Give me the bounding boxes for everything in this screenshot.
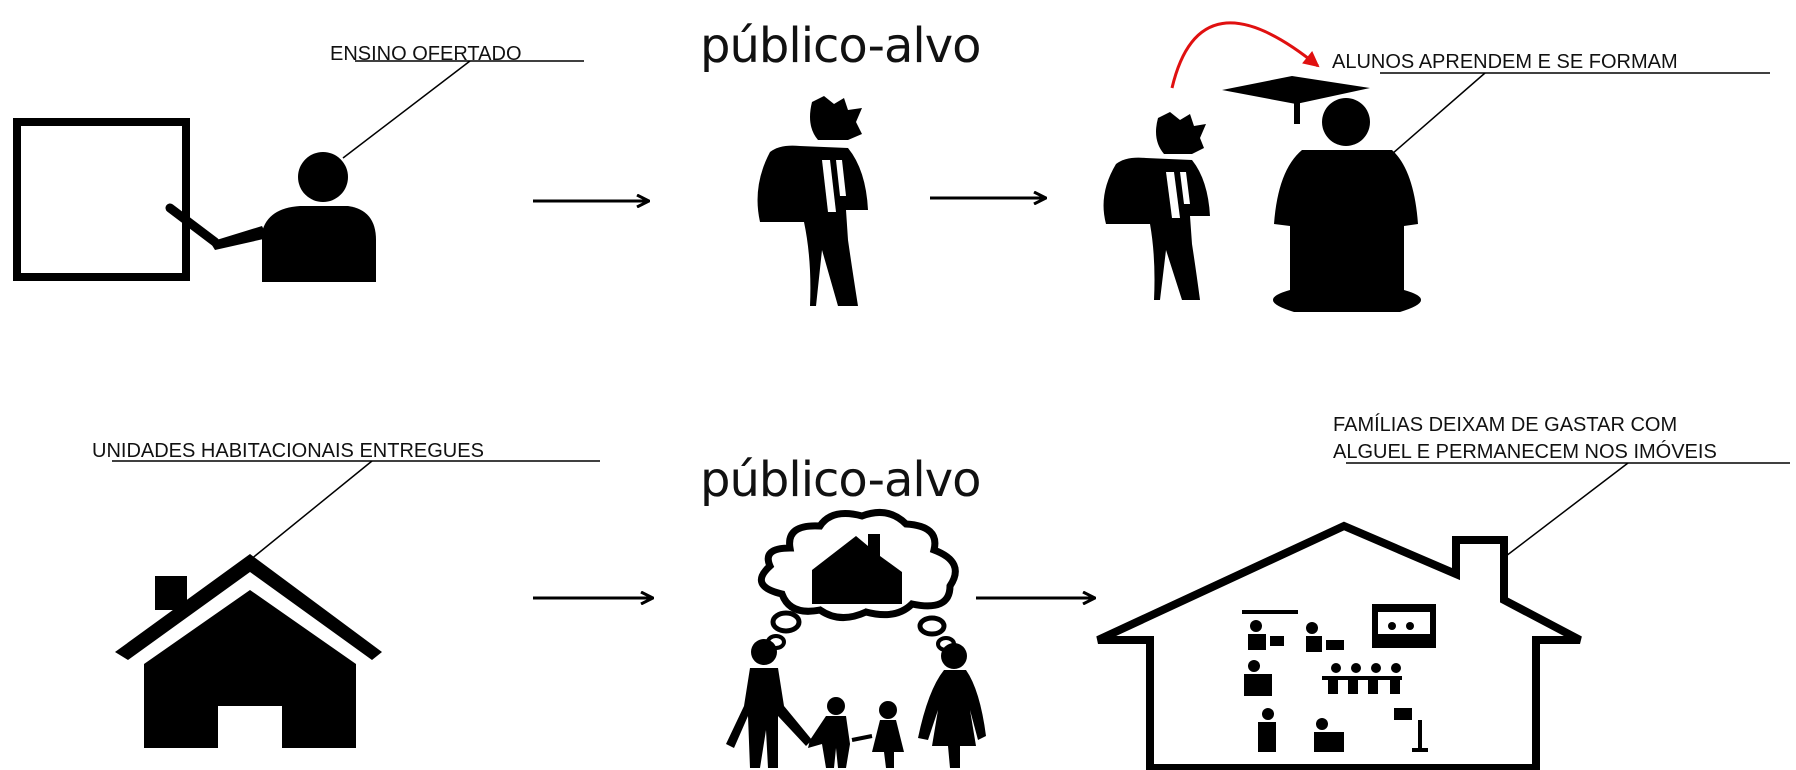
callout-families-line-1: FAMÍLIAS DEIXAM DE GASTAR COM	[1333, 414, 1678, 436]
student-backpack-icon	[1103, 112, 1210, 300]
house-icon	[115, 554, 382, 748]
callout-line-teaching	[342, 60, 584, 159]
teacher-board-icon	[13, 118, 376, 282]
callout-teaching: ENSINO OFERTADO	[330, 43, 522, 65]
graduate-icon	[1222, 76, 1422, 312]
family-dream-house-icon	[726, 508, 986, 768]
target-audience-heading-1: público-alvo	[700, 18, 982, 74]
callout-line-graduate	[1380, 72, 1770, 155]
house-family-activities-icon	[1096, 521, 1582, 770]
progression-arrow	[1170, 21, 1320, 89]
student-backpack-icon	[757, 96, 868, 306]
callout-housing: UNIDADES HABITACIONAIS ENTREGUES	[92, 440, 484, 462]
callout-graduate: ALUNOS APRENDEM E SE FORMAM	[1332, 51, 1678, 73]
callout-families-line-2: ALGUEL E PERMANECEM NOS IMÓVEIS	[1333, 441, 1717, 463]
target-audience-heading-2: público-alvo	[700, 452, 982, 508]
callout-line-families	[1346, 462, 1790, 557]
callout-line-housing	[112, 460, 600, 561]
